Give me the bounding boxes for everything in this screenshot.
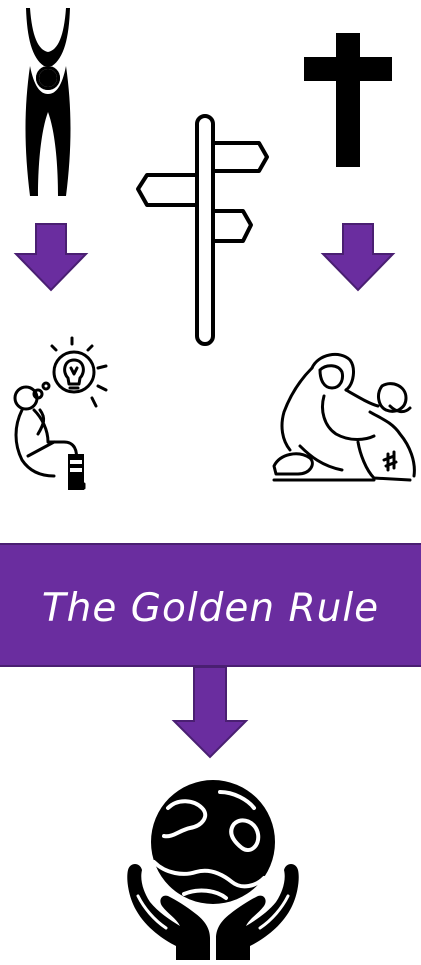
hands-holding-world-icon: [124, 778, 302, 960]
signpost-icon: [135, 113, 270, 348]
down-arrow-icon: [14, 222, 88, 292]
down-arrow-icon: [321, 222, 395, 292]
down-arrow-icon: [172, 667, 248, 759]
banner-title: The Golden Rule: [42, 580, 379, 631]
thinking-person-lightbulb-icon: [8, 338, 120, 498]
good-samaritan-helping-icon: [270, 346, 420, 488]
golden-rule-banner: The Golden Rule: [0, 543, 421, 667]
humanist-symbol-icon: [18, 8, 78, 198]
christian-cross-icon: [304, 33, 392, 167]
